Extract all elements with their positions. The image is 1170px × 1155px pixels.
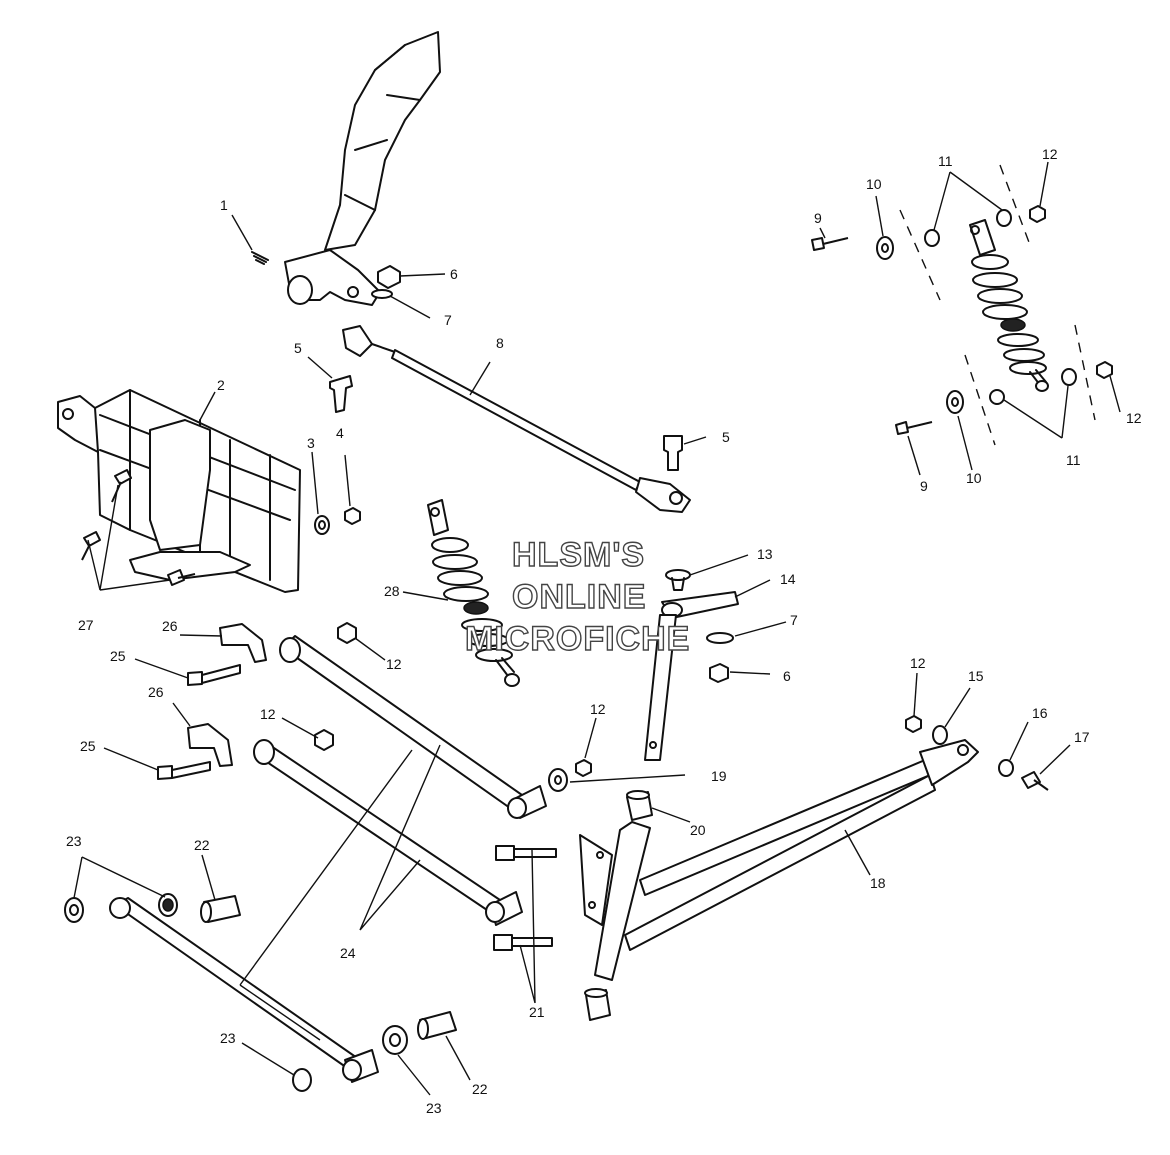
steering-post — [324, 31, 441, 251]
a-arm-part-18 — [579, 739, 979, 981]
nut-part-12-upper-right — [1029, 205, 1046, 223]
callout-5-upper: 5 — [294, 340, 302, 356]
sleeves-part-22 — [200, 895, 457, 1040]
callout-23-lower: 23 — [426, 1100, 442, 1116]
nut-part-12-left — [337, 622, 357, 644]
callout-26-lower: 26 — [148, 684, 164, 700]
callout-5-right: 5 — [722, 429, 730, 445]
callout-9-upper: 9 — [814, 210, 822, 226]
screws-part-27 — [81, 469, 196, 586]
washer-part-7-lower — [706, 632, 734, 644]
callout-1: 1 — [220, 197, 228, 213]
tie-rod-part-8 — [342, 325, 691, 513]
callout-22-upper: 22 — [194, 837, 210, 853]
callout-16: 16 — [1032, 705, 1048, 721]
bolt-part-5-upper — [329, 375, 353, 413]
nut-part-12-lower-left — [314, 729, 334, 751]
callout-12-left: 12 — [386, 656, 402, 672]
washer-part-10-upper — [876, 236, 894, 260]
leader-lines — [73, 161, 1121, 1096]
callout-6-upper: 6 — [450, 266, 458, 282]
callout-20: 20 — [690, 822, 706, 838]
bushing-part-11-upper — [924, 209, 1012, 247]
callout-23-upper: 23 — [66, 833, 82, 849]
bushing-part-20 — [626, 790, 653, 821]
nut-part-4 — [344, 507, 361, 525]
callout-12-top-right: 12 — [1042, 146, 1058, 162]
callout-13: 13 — [757, 546, 773, 562]
callout-12-center: 12 — [590, 701, 606, 717]
bolts-part-25 — [157, 664, 241, 780]
callout-8: 8 — [496, 335, 504, 351]
callout-17: 17 — [1074, 729, 1090, 745]
callout-7-upper: 7 — [444, 312, 452, 328]
washer-part-3 — [314, 515, 330, 535]
watermark: HLSM'S ONLINE MICROFICHE — [464, 535, 690, 658]
nut-part-6-lower — [709, 663, 729, 683]
bolt-part-9-upper — [811, 237, 849, 251]
callout-6-lower: 6 — [783, 668, 791, 684]
spring-pin-part-1 — [251, 251, 269, 265]
bolt-part-17 — [1021, 771, 1049, 791]
callout-25-lower: 25 — [80, 738, 96, 754]
bushing-part-20-lower — [584, 988, 611, 1021]
centerlines-right-shock — [899, 164, 1096, 446]
washer-part-7-upper — [371, 289, 393, 299]
frame-bracket-part-2 — [57, 389, 301, 593]
watermark-line-3: MICROFICHE — [465, 620, 690, 658]
callout-4: 4 — [336, 425, 344, 441]
callout-3: 3 — [307, 435, 315, 451]
cap-part-13 — [665, 569, 691, 591]
watermark-line-1: HLSM'S — [512, 536, 645, 574]
callout-15: 15 — [968, 668, 984, 684]
brackets-part-26 — [187, 623, 267, 767]
shock-part-28 — [427, 499, 520, 687]
bushing-part-11-lower — [989, 368, 1077, 405]
callout-28: 28 — [384, 583, 400, 599]
rear-shock-right — [969, 219, 1049, 392]
washer-part-15 — [932, 725, 948, 745]
nut-part-12-lower-right — [1096, 361, 1113, 379]
radius-rods-part-24 — [109, 635, 547, 1083]
callout-labels: 1 2 3 4 5 5 6 6 7 7 8 9 9 10 10 11 11 12… — [66, 146, 1142, 1116]
bolt-part-9-lower — [895, 421, 933, 435]
callout-14: 14 — [780, 571, 796, 587]
callout-11-lower: 11 — [1066, 452, 1081, 468]
callout-26-upper: 26 — [162, 618, 178, 634]
callout-18: 18 — [870, 875, 886, 891]
bolt-part-5-right — [663, 435, 683, 471]
bolts-part-21 — [493, 845, 557, 951]
callout-22-lower: 22 — [472, 1081, 488, 1097]
steering-arm-part-14 — [644, 591, 739, 761]
washer-part-10-lower — [946, 390, 964, 414]
bushings-part-23 — [64, 893, 408, 1092]
callout-27: 27 — [78, 617, 94, 633]
nut-part-12-a-arm — [905, 715, 922, 733]
washer-part-16 — [998, 759, 1014, 777]
callout-10-upper: 10 — [866, 176, 882, 192]
callout-12-right: 12 — [1126, 410, 1142, 426]
callout-21: 21 — [529, 1004, 545, 1020]
washer-part-19 — [548, 768, 568, 792]
callout-11-upper: 11 — [938, 153, 953, 169]
callout-7-lower: 7 — [790, 612, 798, 628]
callout-25-upper: 25 — [110, 648, 126, 664]
callout-12-lower-left: 12 — [260, 706, 276, 722]
nut-part-6-upper — [377, 265, 401, 289]
nut-part-12-center — [575, 759, 592, 777]
watermark-line-2: ONLINE — [512, 578, 646, 616]
callout-9-lower: 9 — [920, 478, 928, 494]
callout-2: 2 — [217, 377, 225, 393]
steering-bracket — [284, 249, 381, 306]
callout-23-lower-left: 23 — [220, 1030, 236, 1046]
callout-19: 19 — [711, 768, 727, 784]
callout-10-lower: 10 — [966, 470, 982, 486]
callout-24: 24 — [340, 945, 356, 961]
callout-12-a-arm: 12 — [910, 655, 926, 671]
